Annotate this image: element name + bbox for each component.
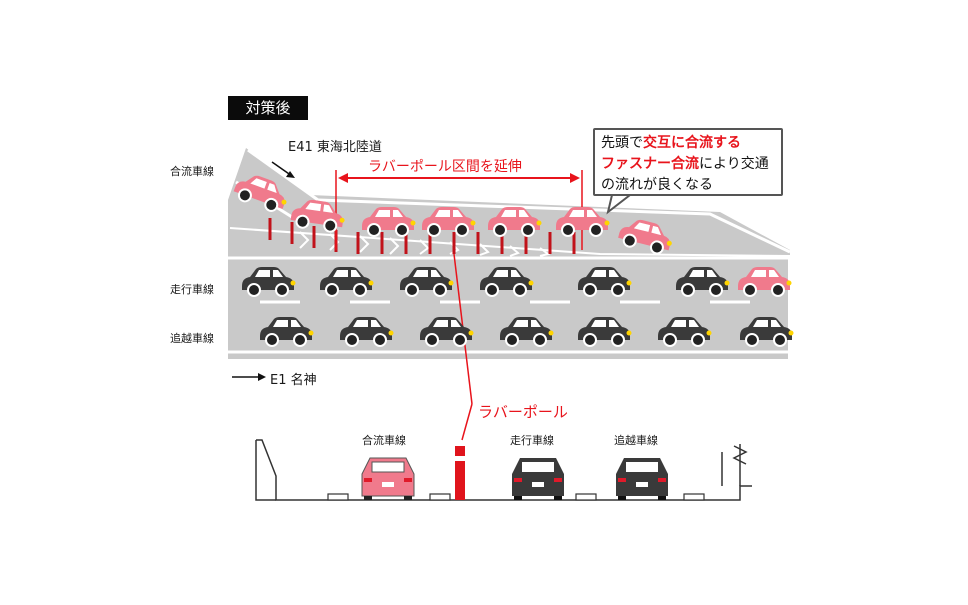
merge-lane-outer-edge [317, 198, 791, 254]
callout: 先頭で交互に合流する ファスナー合流により交通 の流れが良くなる [593, 128, 783, 196]
right-sign [732, 445, 748, 465]
cross-label-passing: 追越車線 [614, 434, 658, 447]
left-wall [255, 440, 276, 501]
rear-car-travel [512, 458, 564, 500]
e41-arrowhead [286, 171, 295, 178]
rubber-pole-cross [455, 446, 465, 500]
cross-section [255, 439, 752, 501]
ramp-edge-line [247, 148, 319, 202]
rubber-pole-label: ラバーポール [478, 403, 568, 421]
extension-label: ラバーポール区間を延伸 [368, 159, 522, 175]
lane-label-travel: 走行車線 [170, 283, 214, 296]
callout-line-1: 先頭で交互に合流する [601, 135, 741, 151]
lane-label-merge: 合流車線 [170, 165, 214, 178]
pole-label-leader-2 [461, 403, 473, 441]
rear-car-merge [361, 457, 415, 500]
rear-car-passing [616, 458, 668, 500]
road-name-e1: E1 名神 [270, 373, 317, 388]
cross-label-merge: 合流車線 [362, 434, 406, 447]
extension-arrowhead-left [338, 173, 348, 183]
extension-arrowhead-right [570, 173, 580, 183]
rubber-pole-band [455, 456, 465, 461]
rubber-poles-plan [268, 218, 576, 254]
cross-label-travel: 走行車線 [510, 434, 554, 447]
e1-arrowhead [258, 373, 266, 381]
lane-curbs [327, 493, 705, 501]
road-name-e41: E41 東海北陸道 [288, 140, 382, 155]
after-badge: 対策後 [228, 96, 308, 120]
callout-line-2: ファスナー合流により交通 [601, 156, 769, 172]
callout-line-3: の流れが良くなる [601, 177, 713, 193]
lane-label-passing: 追越車線 [170, 332, 214, 345]
cross-section-ground [256, 439, 752, 501]
gore-line [229, 227, 791, 257]
